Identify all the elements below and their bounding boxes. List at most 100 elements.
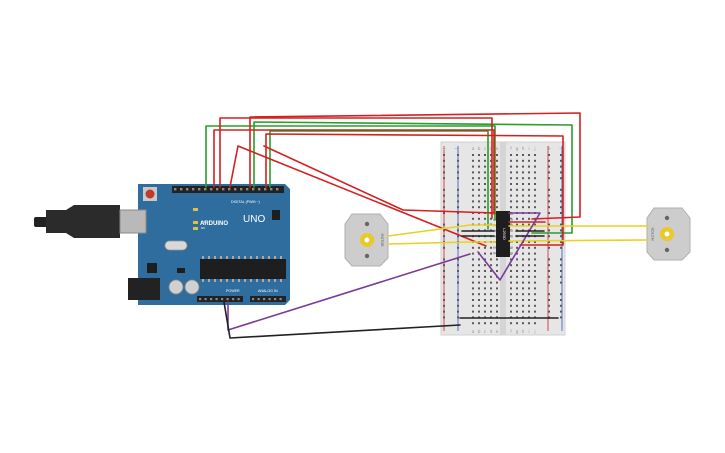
wires[interactable] xyxy=(205,112,649,339)
breadboard-hole xyxy=(490,287,492,290)
breadboard-hole xyxy=(548,171,550,174)
breadboard-hole xyxy=(496,188,498,191)
header-pin xyxy=(264,188,267,191)
breadboard-hole xyxy=(510,154,512,156)
breadboard-hole xyxy=(457,159,459,162)
breadboard-hole xyxy=(496,159,498,162)
breadboard-hole xyxy=(534,322,536,325)
motor-right-screw xyxy=(664,247,670,253)
header-pin xyxy=(257,298,260,301)
breadboard-hole xyxy=(534,293,536,296)
breadboard-hole xyxy=(510,287,512,290)
chip-pin xyxy=(208,256,210,259)
breadboard-hole xyxy=(496,322,498,325)
breadboard-hole xyxy=(516,183,518,185)
breadboard-hole xyxy=(548,293,550,296)
breadboard-hole xyxy=(472,154,474,156)
breadboard-hole xyxy=(490,154,492,156)
power-header xyxy=(197,296,243,302)
motor-driver-chip[interactable]: L293D xyxy=(493,211,513,257)
chip-pin xyxy=(280,256,282,259)
breadboard-hole xyxy=(528,206,530,209)
breadboard-hole xyxy=(522,304,524,307)
breadboard-hole xyxy=(548,223,550,226)
breadboard-hole xyxy=(484,206,486,209)
breadboard-hole xyxy=(478,177,480,180)
breadboard-hole xyxy=(457,316,459,319)
breadboard-hole xyxy=(528,264,530,267)
breadboard-hole xyxy=(534,270,536,272)
wire-red-2[interactable] xyxy=(249,112,581,220)
breadboard-hole xyxy=(496,258,498,261)
col-letter: d xyxy=(490,146,493,152)
breadboard-hole xyxy=(478,206,480,209)
wire-red-4[interactable] xyxy=(229,145,487,247)
wire-red-6[interactable] xyxy=(263,145,496,214)
wire-purple-2[interactable] xyxy=(477,212,541,281)
chip-pin xyxy=(256,256,258,259)
col-letter: h xyxy=(522,329,525,335)
chip-pin xyxy=(232,279,234,282)
breadboard-hole xyxy=(560,165,562,168)
chip-pin xyxy=(280,279,282,282)
breadboard-hole xyxy=(560,264,562,267)
wire-black-1[interactable] xyxy=(223,301,461,339)
wire-red-1[interactable] xyxy=(213,129,495,213)
breadboard-hole xyxy=(516,299,518,301)
breadboard-hole xyxy=(510,159,512,162)
wire-green-3[interactable] xyxy=(253,121,573,234)
breadboard-hole xyxy=(522,281,524,284)
header-pin xyxy=(215,298,218,301)
breadboard-hole xyxy=(528,246,530,249)
breadboard-hole xyxy=(472,165,474,168)
breadboard-hole xyxy=(478,299,480,301)
arduino-board[interactable]: ARDUINO UNO DIGITAL (PWM ~) POWER ANALOG… xyxy=(119,184,290,305)
breadboard-hole xyxy=(516,217,518,220)
header-pin xyxy=(258,188,261,191)
breadboard-hole xyxy=(528,258,530,261)
wire-red-3[interactable] xyxy=(219,117,493,219)
breadboard-hole xyxy=(548,241,550,243)
breadboard-hole xyxy=(478,217,480,220)
breadboard-hole xyxy=(490,310,492,313)
wire-yellow-4[interactable] xyxy=(508,239,649,242)
header-pin xyxy=(186,188,189,191)
breadboard-hole xyxy=(443,281,445,284)
breadboard-hole xyxy=(522,200,524,203)
col-letter: j xyxy=(533,146,535,152)
breadboard-hole xyxy=(528,200,530,203)
breadboard-hole xyxy=(478,188,480,191)
breadboard-hole xyxy=(510,299,512,301)
breadboard-hole xyxy=(534,241,536,243)
breadboard-hole xyxy=(496,270,498,272)
wire-green-1[interactable] xyxy=(205,125,496,221)
atmega-chip xyxy=(200,259,286,279)
breadboard-hole xyxy=(472,322,474,325)
breadboard-hole xyxy=(516,322,518,325)
breadboard-hole xyxy=(496,154,498,156)
reset-button[interactable] xyxy=(145,189,155,199)
breadboard-hole xyxy=(548,235,550,238)
breadboard-hole xyxy=(457,293,459,296)
breadboard-hole xyxy=(522,310,524,313)
breadboard-hole xyxy=(510,206,512,209)
breadboard-hole xyxy=(496,264,498,267)
breadboard-hole xyxy=(490,281,492,284)
breadboard-hole xyxy=(484,258,486,261)
motor-left[interactable]: MOTOR xyxy=(344,213,389,267)
icsp-chip xyxy=(272,210,280,220)
header-pin xyxy=(204,298,207,301)
breadboard-hole xyxy=(560,246,562,249)
breadboard-hole xyxy=(534,275,536,278)
motor-right[interactable]: MOTOR xyxy=(646,207,691,261)
breadboard-hole xyxy=(490,246,492,249)
col-letter: e xyxy=(496,330,499,335)
breadboard-hole xyxy=(522,299,524,301)
wire-yellow-2[interactable] xyxy=(387,241,496,245)
chip-pin xyxy=(493,246,496,249)
breadboard-hole xyxy=(528,299,530,301)
wire-yellow-1[interactable] xyxy=(387,224,496,237)
wire-red-5[interactable] xyxy=(265,133,564,246)
chip-pin xyxy=(226,256,228,259)
